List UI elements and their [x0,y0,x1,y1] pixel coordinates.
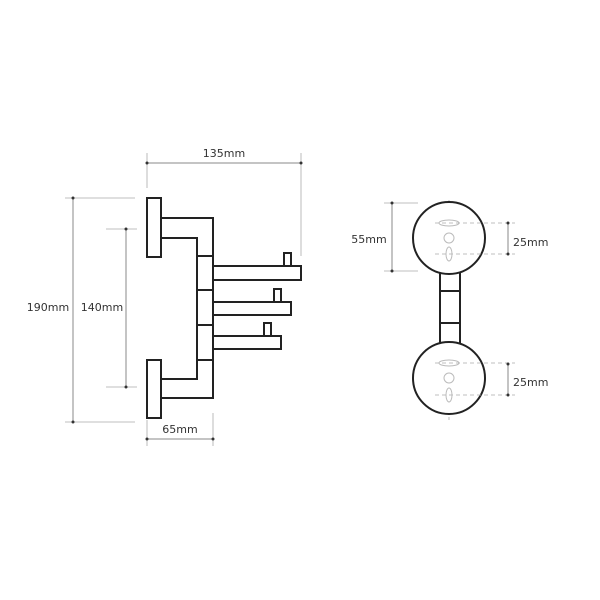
mount-holes-top [435,219,515,262]
hook-peg [263,322,272,337]
hook-peg [283,252,292,267]
hook-body-side [146,197,302,419]
dimension-label: 140mm [81,301,123,314]
hook-arm [212,265,302,281]
dimension-label: 65mm [162,423,197,436]
wall-plate-bottom [146,359,162,419]
dimension-label: 25mm [513,376,548,389]
dimension-label: 135mm [203,147,245,160]
hook-arm [212,335,282,350]
side-view: 135mm 190mm 140mm 65mm [27,147,303,446]
dimension-label: 25mm [513,236,548,249]
dimension-label: 55mm [351,233,386,246]
hook-arm [212,301,292,316]
dimension-25mm-bottom: 25mm [506,362,548,397]
dimension-135mm: 135mm [145,147,303,256]
wall-plate-top [146,197,162,258]
dimension-55mm: 55mm [351,201,418,273]
dimension-25mm-top: 25mm [506,221,548,256]
hook-peg [273,288,282,303]
dimension-140mm: 140mm [81,227,137,389]
mount-holes-bottom [435,359,515,403]
dimension-label: 190mm [27,301,69,314]
front-view: 55mm 25mm 25mm [351,200,548,420]
dimension-65mm: 65mm [145,413,215,446]
wall-plate-bottom-front [412,341,486,415]
wall-plate-top-front [412,201,486,275]
neck [439,269,461,348]
dimension-190mm: 190mm [27,196,135,424]
